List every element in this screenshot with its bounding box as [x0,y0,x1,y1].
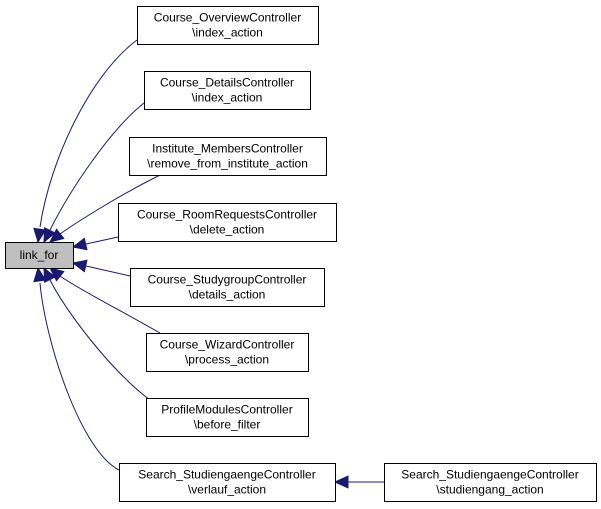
edge-line [59,275,161,334]
node-label-line: \before_filter [194,418,261,432]
edge-line [49,102,145,231]
arrowhead-icon [71,237,88,251]
edge-line [59,174,161,235]
edge-line [49,279,151,401]
node-course-roomrequests[interactable]: Course_RoomRequestsController\delete_act… [118,203,337,242]
node-label-line: \delete_action [190,223,265,237]
edge-course-overview-to-link_for [33,39,138,244]
node-label-line: \process_action [185,353,269,367]
node-search-verlauf[interactable]: Search_StudiengaengeController\verlauf_a… [119,463,336,502]
arrowhead-icon [49,267,65,282]
edge-line [85,265,131,277]
node-box [119,463,336,502]
node-label-line: \index_action [192,91,263,105]
node-institute-members[interactable]: Institute_MembersController\remove_from_… [129,137,327,176]
arrowhead-icon [49,228,65,243]
node-course-overview[interactable]: Course_OverviewController\index_action [137,6,319,45]
edge-search-verlauf-to-link_for [33,266,120,471]
node-label-line: Course_StudygroupController [148,273,307,287]
node-course-details[interactable]: Course_DetailsController\index_action [144,71,311,110]
node-box [130,268,325,307]
node-course-studygroup[interactable]: Course_StudygroupController\details_acti… [130,268,325,307]
node-box [146,333,309,372]
node-box [129,137,327,176]
node-label-line: ProfileModulesController [161,403,292,417]
node-box [118,203,337,242]
node-label-line: Institute_MembersController [152,142,303,156]
arrowhead-icon [333,475,349,489]
node-layer: link_forCourse_OverviewController\index_… [5,6,597,502]
node-box [144,71,311,110]
node-label-line: \details_action [189,288,266,302]
node-box [5,242,74,269]
edge-line [39,39,138,228]
arrowhead-icon [43,226,56,244]
edge-layer [33,39,384,489]
node-box [137,6,319,45]
edge-course-details-to-link_for [43,102,145,244]
edge-course-roomrequests-to-link_for [71,236,119,251]
arrowhead-icon [43,266,56,284]
arrowhead-icon [71,259,88,273]
edge-line [39,282,120,471]
node-box [384,463,597,502]
node-label-line: Course_DetailsController [160,76,294,90]
node-label-line: \studiengang_action [436,483,543,497]
arrowhead-icon [33,266,47,283]
node-course-wizard[interactable]: Course_WizardController\process_action [146,333,309,372]
node-profilemodules[interactable]: ProfileModulesController\before_filter [146,398,309,437]
node-search-studiengang[interactable]: Search_StudiengaengeController\studienga… [384,463,597,502]
node-label-line: Search_StudiengaengeController [401,468,578,482]
node-label-line: \index_action [192,26,263,40]
edge-institute-members-to-link_for [49,174,161,243]
node-label-line: Course_WizardController [160,338,295,352]
node-label-line: Course_OverviewController [154,11,301,25]
node-link-for[interactable]: link_for [5,242,74,269]
edge-course-studygroup-to-link_for [71,259,131,277]
edge-course-wizard-to-link_for [49,267,161,334]
node-label-line: \verlauf_action [188,483,266,497]
edge-profilemodules-to-link_for [43,266,151,401]
edge-line [85,236,119,245]
node-box [146,398,309,437]
node-label-line: Course_RoomRequestsController [137,208,317,222]
node-label-line: \remove_from_institute_action [147,157,308,171]
edge-search-studiengang-to-search-verlauf [333,475,384,489]
node-label-line: Search_StudiengaengeController [138,468,315,482]
node-label-line: link_for [20,248,59,262]
arrowhead-icon [33,227,47,244]
